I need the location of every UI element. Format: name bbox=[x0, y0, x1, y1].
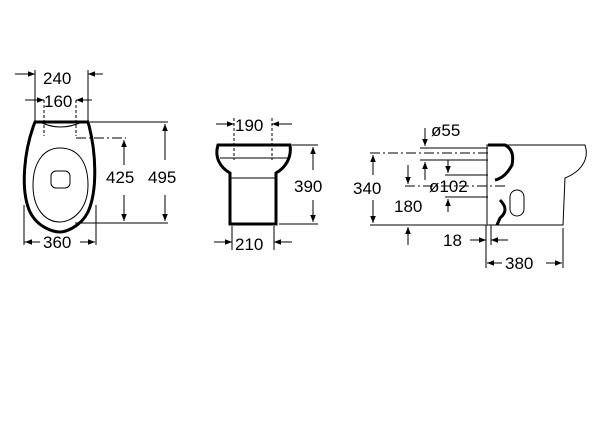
seat-outline bbox=[22, 120, 97, 234]
front-view: 190 390 210 bbox=[214, 116, 322, 254]
side-view: ø55 340 ø102 180 18 380 bbox=[353, 121, 587, 273]
lid-inner-outline bbox=[32, 147, 89, 223]
dim-inlet-diameter-label: ø55 bbox=[431, 121, 460, 140]
dim-18-label: 18 bbox=[443, 231, 462, 250]
seat-center-mark bbox=[50, 170, 71, 189]
dim-240-label: 240 bbox=[43, 69, 71, 88]
dim-340-label: 340 bbox=[353, 179, 381, 198]
bowl-side-outline bbox=[486, 144, 587, 226]
dim-390-label: 390 bbox=[294, 177, 322, 196]
dim-160-label: 160 bbox=[44, 92, 72, 111]
dim-180-label: 180 bbox=[394, 197, 422, 216]
bowl-front-outline bbox=[215, 143, 292, 226]
dim-425-label: 425 bbox=[106, 168, 134, 187]
dim-210-label: 210 bbox=[235, 235, 263, 254]
dim-190-label: 190 bbox=[235, 116, 263, 135]
dim-380-label: 380 bbox=[505, 254, 533, 273]
dim-outlet-diameter-label: ø102 bbox=[429, 177, 468, 196]
dim-360-label: 360 bbox=[43, 233, 71, 252]
trap-opening bbox=[509, 189, 525, 217]
dim-495-label: 495 bbox=[148, 168, 176, 187]
trap-outline bbox=[488, 143, 515, 226]
top-view: 240 160 425 495 360 bbox=[15, 69, 176, 252]
